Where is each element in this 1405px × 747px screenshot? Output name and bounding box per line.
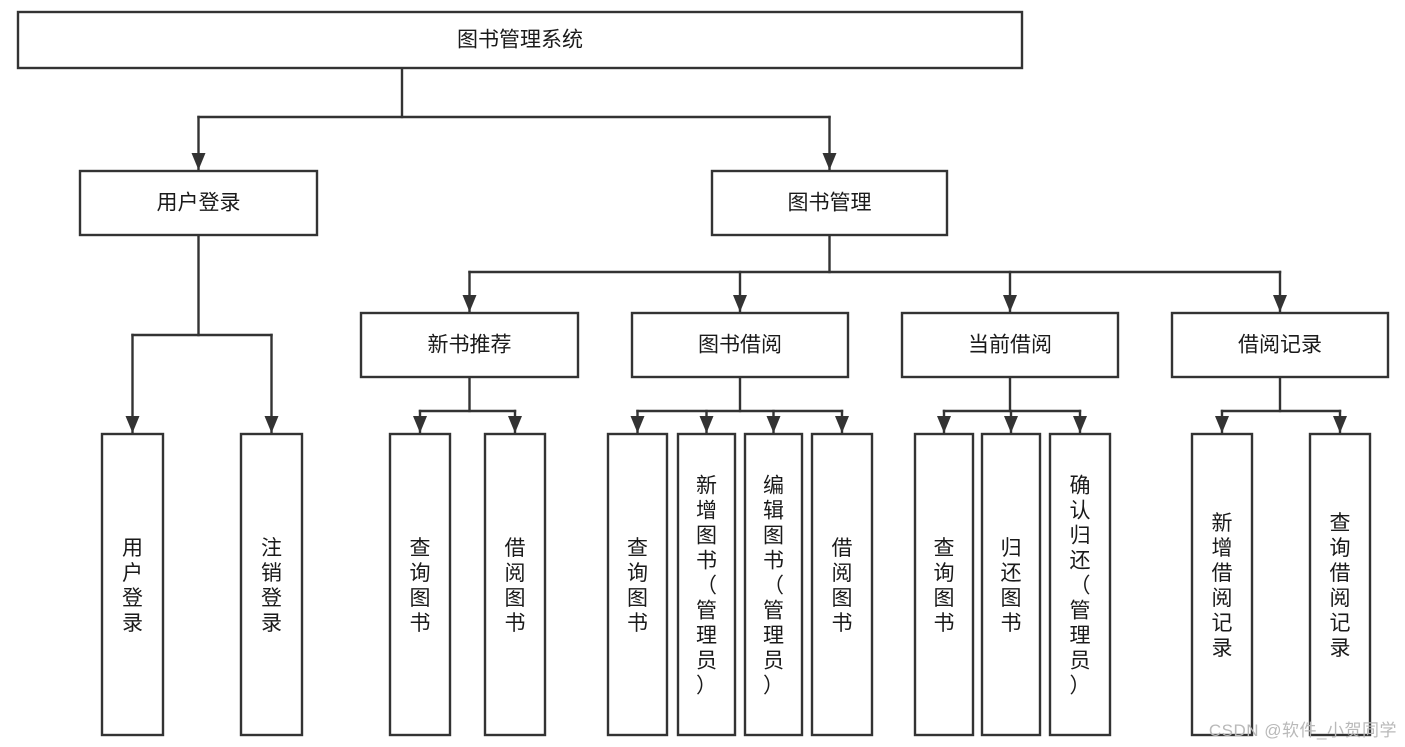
- leaf-node-label: 查询图书: [627, 537, 648, 635]
- leaf-node-box[interactable]: [1048, 432, 1112, 737]
- root-node-label: 图书管理系统: [457, 29, 583, 52]
- root-node-box[interactable]: [16, 10, 1024, 70]
- leaf-node[interactable]: 借阅图书: [810, 432, 874, 737]
- level2-node-label: 借阅记录: [1238, 334, 1322, 357]
- level1-node-label: 图书管理: [788, 192, 872, 215]
- level2-1-0-arrow-1: [508, 416, 522, 433]
- leaf-node[interactable]: 注销登录: [239, 432, 304, 737]
- leaf-node-label: 借阅图书: [832, 537, 853, 635]
- level2-1-1-arrow-1: [699, 416, 714, 433]
- level2-node-box[interactable]: [900, 311, 1120, 379]
- root-arrow-0: [191, 153, 206, 170]
- level2-1-1-arrow-2: [766, 416, 781, 433]
- watermark-text: CSDN @软件_小贺同学: [1208, 721, 1397, 740]
- leaf-node-box[interactable]: [100, 432, 165, 737]
- leaf-node-label: 用户登录: [122, 537, 143, 635]
- leaf-node-label: 归还图书: [1001, 537, 1022, 635]
- node-layer: 图书管理系统用户登录用户登录注销登录图书管理新书推荐查询图书借阅图书图书借阅查询…: [16, 10, 1390, 737]
- leaf-node-label: 新增借阅记录: [1212, 512, 1233, 660]
- leaf-node[interactable]: 查询图书: [388, 432, 452, 737]
- level1-0-arrow-1: [264, 416, 279, 433]
- leaf-node-label: 编辑图书（管理员）: [763, 475, 784, 698]
- leaf-node[interactable]: 用户登录: [100, 432, 165, 737]
- level1-node-box[interactable]: [710, 169, 949, 237]
- root-arrow-1: [822, 153, 837, 170]
- leaf-node-box[interactable]: [980, 432, 1042, 737]
- level1-node[interactable]: 用户登录: [78, 169, 319, 237]
- level1-node-label: 用户登录: [157, 192, 241, 215]
- leaf-node-box[interactable]: [913, 432, 975, 737]
- level2-node[interactable]: 新书推荐: [359, 311, 580, 379]
- level1-1-arrow-0: [462, 295, 477, 312]
- leaf-node[interactable]: 查询图书: [913, 432, 975, 737]
- level2-node[interactable]: 图书借阅: [630, 311, 850, 379]
- level2-1-2-arrow-2: [1073, 416, 1087, 433]
- leaf-node-box[interactable]: [810, 432, 874, 737]
- leaf-node-box[interactable]: [743, 432, 804, 737]
- level1-node-box[interactable]: [78, 169, 319, 237]
- leaf-node-label: 查询借阅记录: [1330, 512, 1351, 660]
- leaf-node-label: 借阅图书: [505, 537, 526, 635]
- level2-node[interactable]: 当前借阅: [900, 311, 1120, 379]
- level1-0-arrow-0: [125, 416, 140, 433]
- leaf-node[interactable]: 编辑图书（管理员）: [743, 432, 804, 737]
- leaf-node[interactable]: 借阅图书: [483, 432, 547, 737]
- level2-node-label: 图书借阅: [698, 334, 782, 357]
- root-node[interactable]: 图书管理系统: [16, 10, 1024, 70]
- level1-1-arrow-2: [1003, 295, 1017, 312]
- leaf-node[interactable]: 归还图书: [980, 432, 1042, 737]
- leaf-node-box[interactable]: [1190, 432, 1254, 737]
- level2-node-label: 新书推荐: [428, 334, 512, 357]
- leaf-node-label: 确认归还（管理员）: [1070, 475, 1091, 698]
- leaf-node-label: 查询图书: [934, 537, 955, 635]
- level2-1-3-arrow-0: [1215, 416, 1229, 433]
- level2-1-1-arrow-0: [630, 416, 645, 433]
- level2-1-2-arrow-1: [1004, 416, 1018, 433]
- level2-node-label: 当前借阅: [968, 334, 1052, 357]
- leaf-node[interactable]: 确认归还（管理员）: [1048, 432, 1112, 737]
- level1-node[interactable]: 图书管理: [710, 169, 949, 237]
- level2-node-box[interactable]: [1170, 311, 1390, 379]
- leaf-node-box[interactable]: [1308, 432, 1372, 737]
- leaf-node-box[interactable]: [388, 432, 452, 737]
- leaf-node-box[interactable]: [606, 432, 669, 737]
- level2-1-3-arrow-1: [1333, 416, 1347, 433]
- leaf-node-box[interactable]: [676, 432, 737, 737]
- leaf-node-label: 注销登录: [261, 537, 282, 635]
- level2-1-1-arrow-3: [835, 416, 849, 433]
- connector-layer: [125, 66, 1347, 435]
- leaf-node[interactable]: 新增借阅记录: [1190, 432, 1254, 737]
- leaf-node-label: 新增图书（管理员）: [696, 475, 717, 698]
- level2-node-box[interactable]: [359, 311, 580, 379]
- leaf-node[interactable]: 查询借阅记录: [1308, 432, 1372, 737]
- level2-node[interactable]: 借阅记录: [1170, 311, 1390, 379]
- leaf-node-box[interactable]: [239, 432, 304, 737]
- leaf-node-label: 查询图书: [410, 537, 431, 635]
- level2-node-box[interactable]: [630, 311, 850, 379]
- level1-1-arrow-3: [1273, 295, 1287, 312]
- leaf-node-box[interactable]: [483, 432, 547, 737]
- level1-1-arrow-1: [733, 295, 747, 312]
- leaf-node[interactable]: 新增图书（管理员）: [676, 432, 737, 737]
- leaf-node[interactable]: 查询图书: [606, 432, 669, 737]
- level2-1-2-arrow-0: [937, 416, 951, 433]
- level2-1-0-arrow-0: [413, 416, 427, 433]
